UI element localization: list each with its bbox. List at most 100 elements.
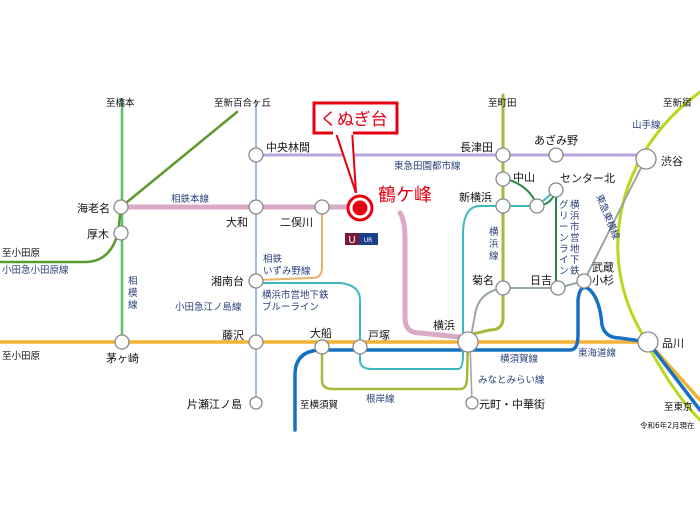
label-nagatsuta: 長津田	[460, 141, 493, 154]
label-shonandai: 湘南台	[211, 274, 244, 288]
label-minatomirai: みなとみらい線	[478, 374, 545, 386]
tsurugamine-label: 鶴ケ峰	[378, 185, 432, 206]
station-hiyoshi[interactable]	[550, 280, 566, 296]
label-shibuya: 渋谷	[661, 155, 683, 168]
label-chigasaki: 茅ヶ崎	[106, 351, 139, 365]
station-chigasaki[interactable]	[114, 334, 130, 350]
callout-box	[312, 101, 399, 135]
label-atsugi: 厚木	[87, 228, 109, 241]
label-fujisawa: 藤沢	[222, 328, 244, 342]
label-musashikosugi-2: 小杉	[592, 273, 614, 287]
station-kikuna[interactable]	[495, 280, 511, 296]
station-shinagawa[interactable]	[637, 331, 659, 353]
dir-odawara-odakyu: 至小田原	[2, 248, 40, 259]
label-sotetsu-main: 相鉄本線	[171, 193, 210, 205]
label-center-kita: センター北	[560, 172, 615, 185]
label-yamato: 大和	[226, 215, 248, 229]
station-shinyokohama[interactable]	[495, 198, 511, 214]
green-line-label-char: 市	[570, 221, 580, 233]
label-ofuna: 大船	[310, 326, 332, 340]
label-chuorinkan: 中央林間	[266, 140, 310, 154]
label-tokaido: 東海道線	[578, 347, 617, 359]
dir-tokyo: 至東京	[664, 401, 693, 413]
label-blue-2: ブルーライン	[262, 301, 319, 313]
ur-logo: U UR	[345, 233, 378, 246]
label-shinagawa: 品川	[662, 337, 684, 350]
station-musashikosugi[interactable]	[576, 273, 592, 289]
yamanote-line	[616, 90, 700, 422]
green-line-label-char: 浜	[570, 211, 580, 222]
label-yokohama-line-1: 横	[489, 226, 499, 238]
station-atsugi[interactable]	[113, 225, 129, 241]
station-yamato[interactable]	[248, 199, 264, 215]
green-line-label-char: ラ	[559, 244, 569, 255]
label-izumino-1: 相鉄	[263, 253, 283, 265]
station-center-kita[interactable]	[548, 182, 564, 198]
label-yamanote: 山手線	[632, 119, 661, 131]
yokohama-line	[466, 93, 505, 337]
callout-label: くぬぎ台	[320, 110, 388, 130]
station-futamatagawa[interactable]	[314, 199, 330, 215]
station-junction[interactable]	[529, 198, 545, 214]
green-line-label-char: グ	[559, 199, 569, 211]
station-shibuya[interactable]	[635, 148, 657, 170]
label-yokosuka: 横須賀線	[500, 353, 539, 365]
label-motomachi: 元町・中華街	[479, 397, 545, 411]
station-chuorinkan[interactable]	[248, 147, 264, 163]
dir-yokosuka: 至横須賀	[300, 399, 338, 411]
dir-hashimoto: 至橋本	[106, 97, 135, 109]
blue-line	[255, 189, 557, 370]
label-futamatagawa: 二俣川	[280, 215, 313, 229]
label-azamino: あざみ野	[534, 133, 578, 147]
negishi-line	[320, 340, 470, 391]
label-totsuka: 戸塚	[368, 329, 390, 342]
toyoko-line	[469, 157, 647, 343]
label-odakyu-odawara: 小田急小田原線	[2, 264, 69, 276]
label-sagami-3: 線	[128, 299, 138, 311]
station-nakayama[interactable]	[495, 171, 511, 187]
station-shonandai[interactable]	[248, 273, 264, 289]
green-line-label-char: 鉄	[570, 265, 580, 277]
label-musashikosugi-1: 武蔵	[592, 261, 614, 274]
green-line-label-char: ン	[559, 266, 569, 277]
label-nakayama: 中山	[513, 171, 535, 184]
green-line-label-char: ン	[559, 233, 569, 244]
svg-text:U: U	[348, 235, 355, 246]
station-nodes	[113, 147, 659, 410]
tsurugamine-marker-inner	[352, 200, 368, 216]
label-katase-enoshima: 片瀬江ノ島	[187, 397, 242, 411]
green-line-label-char: 下	[570, 255, 580, 266]
izumino-line	[255, 206, 323, 281]
label-izumino-2: いずみ野線	[263, 265, 311, 277]
station-yokohama[interactable]	[457, 331, 479, 353]
label-yokohama-line-2: 浜	[489, 239, 499, 250]
station-fujisawa[interactable]	[248, 334, 264, 350]
station-ebina[interactable]	[113, 199, 129, 215]
green-line-label-char: 営	[570, 232, 580, 244]
station-totsuka[interactable]	[352, 339, 368, 355]
green-line-label-char: ー	[559, 222, 569, 233]
green-line-label-char: イ	[559, 255, 569, 266]
green-line-label-char: リ	[559, 211, 569, 222]
callout-pointer	[334, 129, 357, 194]
label-denentoshi: 東急田園都市線	[394, 160, 461, 172]
label-shinyokohama: 新横浜	[459, 190, 492, 204]
label-kikuna: 菊名	[472, 273, 494, 287]
green-line-label-char: 地	[570, 243, 580, 255]
station-nagatsuta[interactable]	[495, 147, 511, 163]
label-sagami-1: 相	[128, 275, 138, 287]
station-azamino[interactable]	[548, 147, 564, 163]
label-yokohama: 横浜	[433, 318, 455, 332]
station-katase-enoshima[interactable]	[249, 396, 263, 410]
label-blue-1: 横浜市営地下鉄	[262, 289, 329, 301]
dir-odawara-tokaido: 至小田原	[2, 351, 40, 362]
svg-text:UR: UR	[364, 237, 373, 244]
green-line-label-char: 横	[570, 199, 580, 211]
label-sagami-2: 模	[128, 287, 138, 299]
station-motomachi[interactable]	[465, 396, 479, 410]
station-ofuna[interactable]	[314, 339, 330, 355]
label-ebina: 海老名	[77, 201, 110, 215]
dir-shinyurigaoka: 至新百合ヶ丘	[214, 97, 272, 109]
